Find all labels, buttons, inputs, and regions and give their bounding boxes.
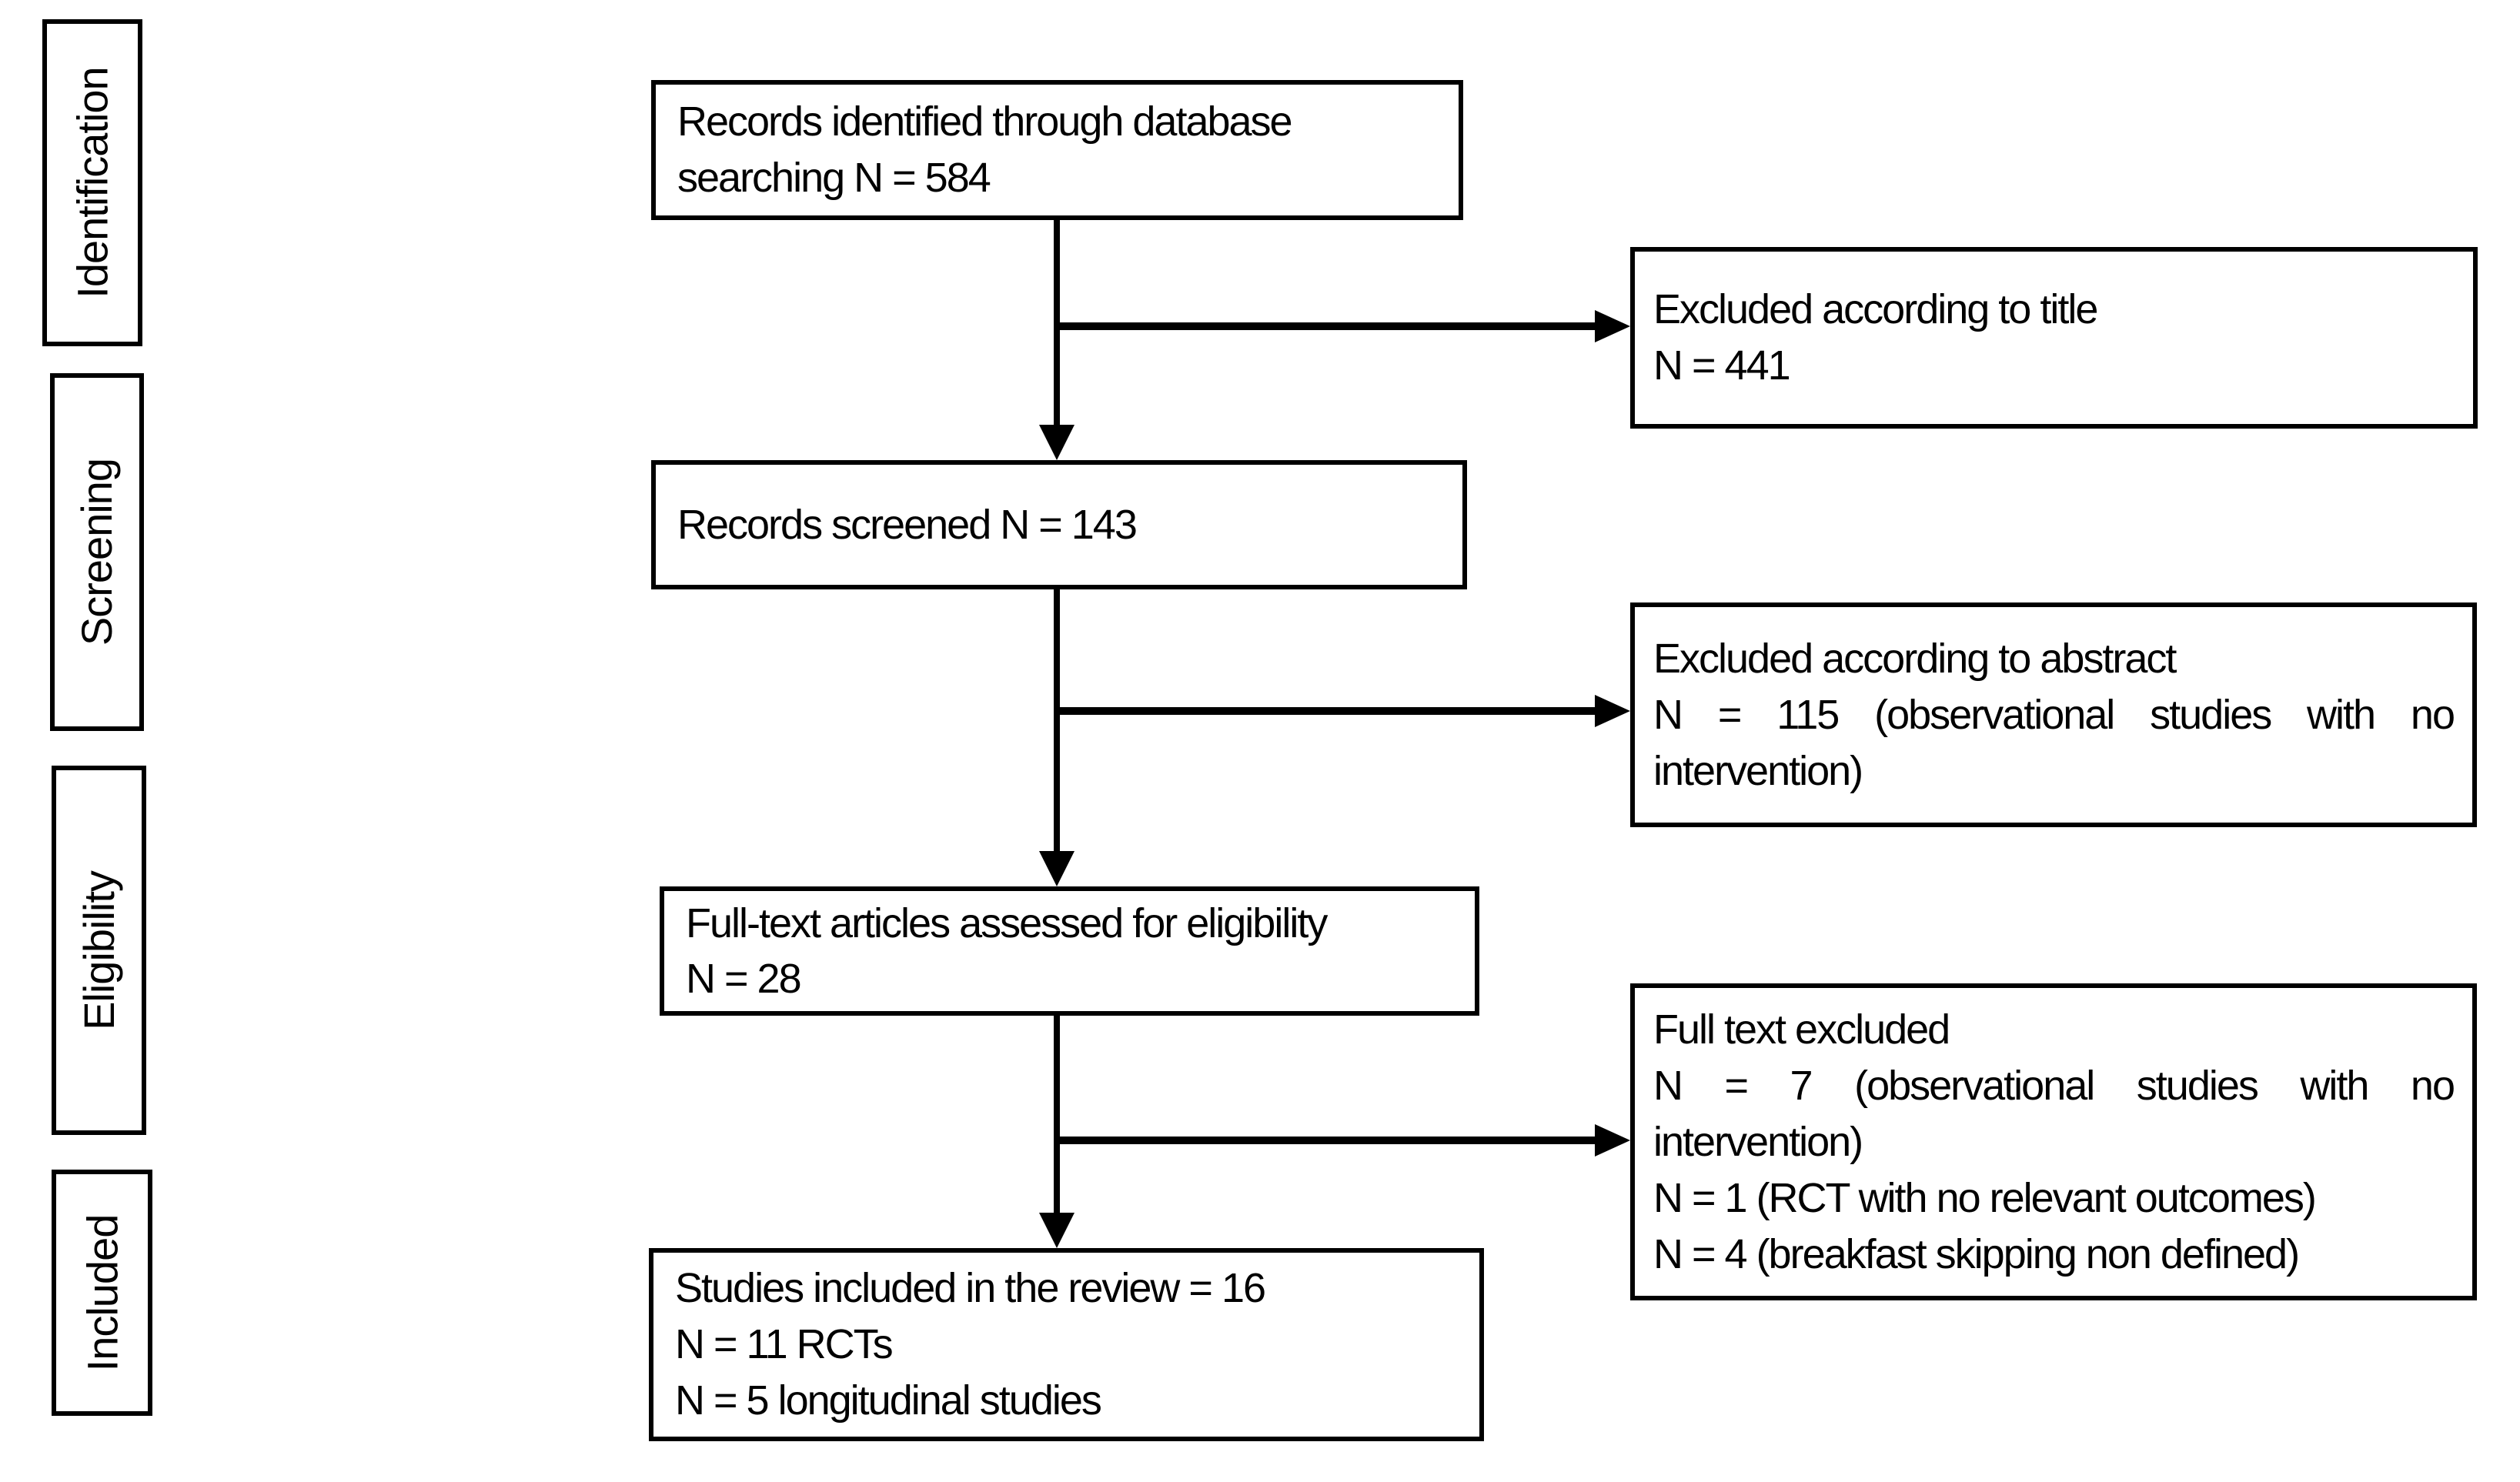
box-text-line: Excluded according to abstract xyxy=(1653,635,2177,682)
box-excluded-by-abstract: Excluded according to abstract N = 115 (… xyxy=(1630,602,2477,827)
stage-box-screening: Screening xyxy=(50,373,144,731)
connector-line-to-excluded-title xyxy=(1054,322,1595,330)
arrowhead-right-to-fulltext-excluded xyxy=(1595,1124,1630,1157)
box-text-line: searching N = 584 xyxy=(677,155,991,201)
box-studies-included: Studies included in the review = 16 N = … xyxy=(649,1248,1484,1441)
box-text-line: Full-text articles assessed for eligibil… xyxy=(686,900,1328,946)
connector-line-to-fulltext-excluded xyxy=(1054,1137,1595,1144)
box-excluded-by-title: Excluded according to title N = 441 xyxy=(1630,247,2478,429)
stage-label-eligibility: Eligibility xyxy=(75,870,124,1030)
stage-label-screening: Screening xyxy=(72,458,122,646)
box-text-line: intervention) xyxy=(1653,747,1863,794)
box-text-line: Full text excluded xyxy=(1653,1006,1950,1053)
box-text-line: N = 4 (breakfast skipping non defined) xyxy=(1653,1230,2300,1277)
box-text-line: N = 1 (RCT with no relevant outcomes) xyxy=(1653,1174,2317,1221)
stage-label-included: Included xyxy=(78,1214,127,1371)
box-text-line: N = 7 (observational studies with no xyxy=(1653,1062,2454,1109)
arrowhead-down-to-included xyxy=(1039,1213,1075,1248)
box-text-line: Records identified through database xyxy=(677,98,1293,145)
stage-box-included: Included xyxy=(52,1170,152,1416)
stage-box-eligibility: Eligibility xyxy=(52,766,146,1135)
box-text-line: N = 441 xyxy=(1653,342,1791,389)
box-records-identified: Records identified through database sear… xyxy=(651,80,1463,220)
arrowhead-right-to-excluded-title xyxy=(1595,310,1630,342)
box-records-screened: Records screened N = 143 xyxy=(651,460,1467,589)
box-text-line: N = 28 xyxy=(686,956,802,1002)
box-fulltext-assessed: Full-text articles assessed for eligibil… xyxy=(660,886,1479,1016)
connector-line-to-excluded-abstract xyxy=(1054,707,1595,715)
arrowhead-right-to-excluded-abstract xyxy=(1595,695,1630,727)
box-text-line: N = 115 (observational studies with no xyxy=(1653,691,2454,738)
stage-box-identification: Identification xyxy=(42,19,142,346)
connector-line-screened-to-assessed xyxy=(1054,588,1060,854)
connector-line-assessed-to-included xyxy=(1054,1014,1060,1216)
box-text-line: N = 5 longitudinal studies xyxy=(675,1377,1102,1424)
box-fulltext-excluded: Full text excluded N = 7 (observational … xyxy=(1630,983,2477,1300)
box-text-line: Studies included in the review = 16 xyxy=(675,1265,1266,1311)
box-text-line: Excluded according to title xyxy=(1653,286,2098,332)
box-text-line: N = 11 RCTs xyxy=(675,1321,894,1367)
arrowhead-down-to-screened xyxy=(1039,425,1075,460)
stage-label-identification: Identification xyxy=(68,67,117,299)
box-text-line: Records screened N = 143 xyxy=(677,501,1138,548)
arrowhead-down-to-assessed xyxy=(1039,851,1075,886)
box-text-line: intervention) xyxy=(1653,1118,1863,1165)
